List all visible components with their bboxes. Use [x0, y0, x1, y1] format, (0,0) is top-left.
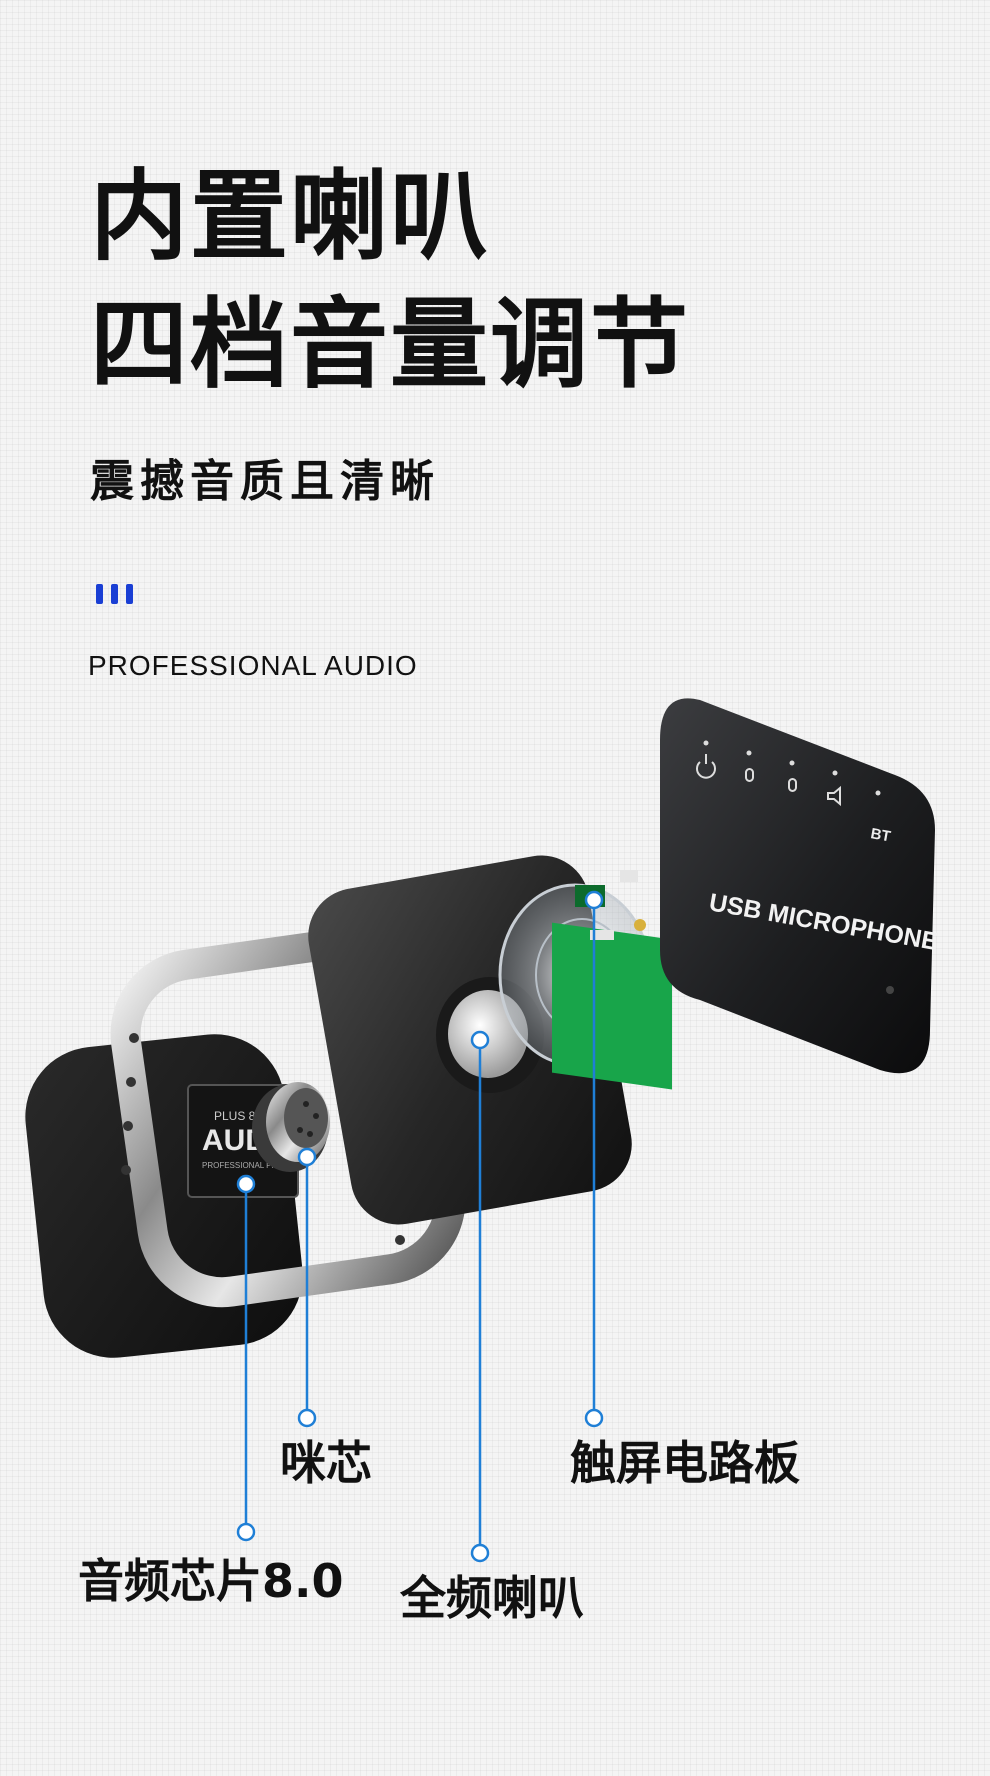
accent-bars — [96, 584, 141, 608]
speaker-volume-icon — [827, 785, 841, 807]
callout-audio-chip: 音频芯片8.0 — [78, 1554, 344, 1608]
mic-capsule — [252, 1082, 330, 1172]
callout-touch-pcb: 触屏电路板 — [570, 1436, 800, 1490]
power-icon — [696, 754, 716, 779]
tagline: PROFESSIONAL AUDIO — [88, 650, 418, 681]
bluetooth-label: BT — [869, 825, 892, 845]
accent-bar — [111, 584, 118, 604]
leader-dot — [584, 890, 604, 910]
leader-dot — [470, 1543, 490, 1563]
touch-pcb — [552, 870, 672, 1090]
leader-dot — [470, 1030, 490, 1050]
callout-mic-capsule: 咪芯 — [280, 1436, 372, 1490]
leader-dot — [236, 1174, 256, 1194]
leader-dot — [297, 1408, 317, 1428]
accent-bar — [96, 584, 103, 604]
mic-volume-icon — [788, 778, 797, 792]
subtitle: 震撼音质且清晰 — [90, 456, 440, 507]
chip-small-text: PROFESSIONAL PRODUCT — [202, 1161, 306, 1170]
exploded-device-illustration: PLUS 8.0 AUDIO PROFESSIONAL PRODUCT USB … — [25, 698, 940, 1563]
headline-line-2: 四档音量调节 — [90, 288, 691, 402]
leader-dot — [584, 1408, 604, 1428]
leader-dot — [297, 1147, 317, 1167]
callout-full-range-speaker: 全频喇叭 — [400, 1571, 584, 1625]
headline-line-1: 内置喇叭 — [90, 160, 491, 274]
mic-mute-icon — [745, 768, 754, 782]
leader-dot — [236, 1522, 256, 1542]
callout-leaders — [236, 890, 604, 1563]
accent-bar — [126, 584, 133, 604]
top-touch-panel: USB MICROPHONE BT — [660, 698, 940, 1074]
